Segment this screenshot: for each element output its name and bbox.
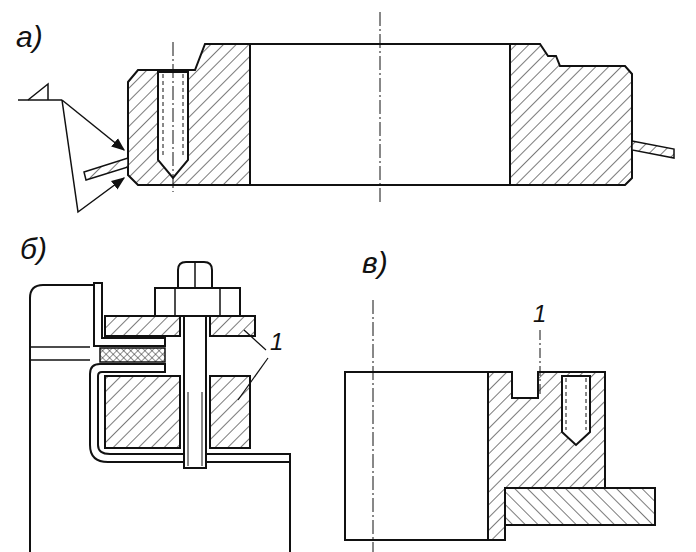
view-letter: б) (20, 234, 47, 264)
callout-number: 1 (533, 302, 546, 326)
view-a (18, 12, 674, 212)
view-letter: в) (362, 248, 388, 278)
callout-number: 1 (270, 330, 283, 354)
view-b (30, 262, 290, 552)
view-letter: а) (16, 22, 43, 52)
view-c (345, 300, 655, 552)
